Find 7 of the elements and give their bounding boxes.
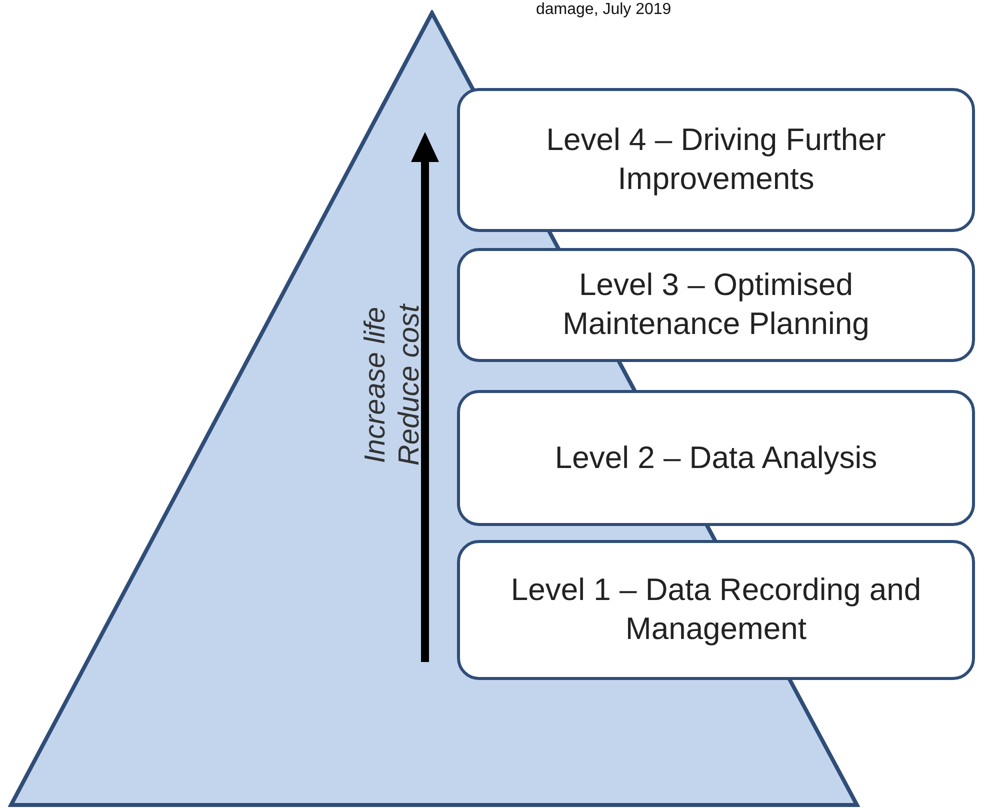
axis-caption: Increase life [360, 306, 392, 464]
level-box: Level 3 – Optimised Maintenance Planning [457, 248, 975, 362]
caption-text: damage, July 2019 [536, 1, 672, 19]
level-box: Level 4 – Driving Further Improvements [457, 88, 975, 232]
axis-caption: Reduce cost [394, 304, 426, 466]
level-box: Level 1 – Data Recording and Management [457, 540, 975, 680]
level-box: Level 2 – Data Analysis [457, 390, 975, 526]
